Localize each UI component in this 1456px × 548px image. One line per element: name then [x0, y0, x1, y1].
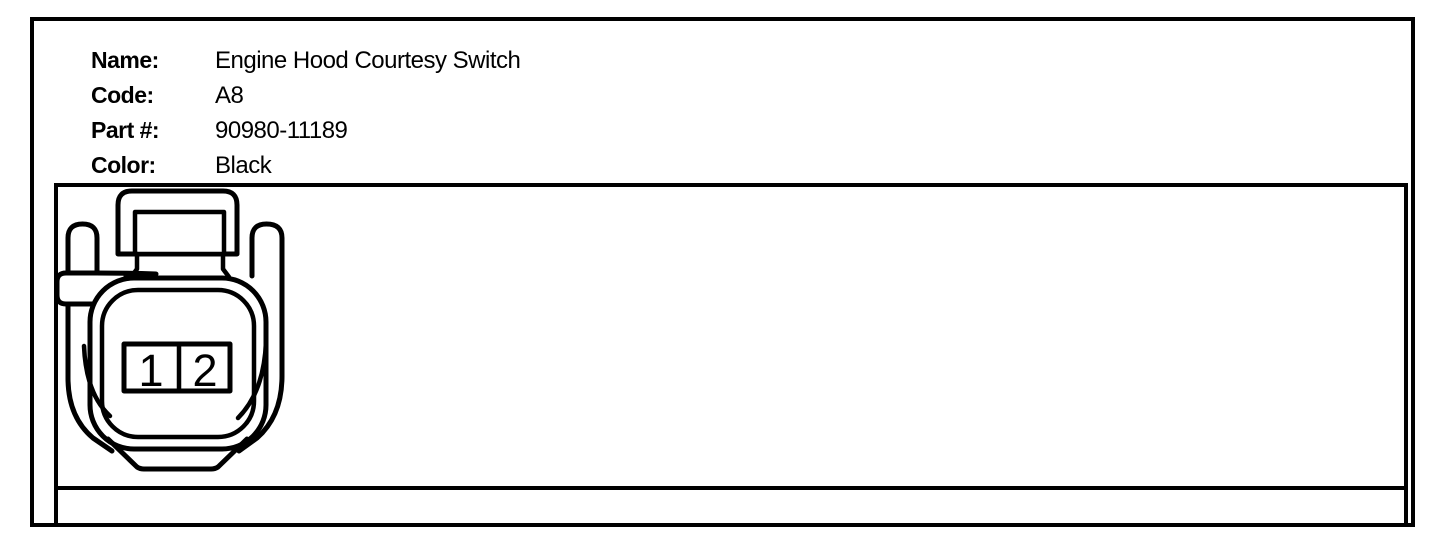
part-number-value: 90980-11189 [215, 116, 348, 144]
color-label: Color: [91, 152, 156, 178]
name-value: Engine Hood Courtesy Switch [215, 46, 521, 74]
bottom-strip-row [54, 490, 1408, 523]
name-label: Name: [91, 47, 159, 73]
field-row-part-number: Part #: 90980-11189 [91, 113, 520, 148]
header-fields: Name: Engine Hood Courtesy Switch Code: … [91, 43, 521, 183]
field-row-name: Name: Engine Hood Courtesy Switch [91, 43, 521, 78]
top-latch-slot [132, 209, 227, 257]
part-number-label: Part #: [91, 117, 160, 143]
right-wing-inner-curve [235, 339, 269, 421]
bottom-foot-outline [105, 436, 250, 472]
field-row-color: Color: Black [91, 148, 520, 183]
latch-neck-right [220, 251, 232, 280]
pin-2-label: 2 [192, 345, 217, 396]
code-label: Code: [91, 82, 154, 108]
left-wing-inner-curve [81, 343, 113, 419]
right-wing-outline [236, 221, 285, 454]
field-row-code: Code: A8 [91, 78, 520, 113]
connector-2pin-drawing-icon: 1 2 [56, 188, 285, 472]
code-value: A8 [215, 81, 244, 109]
color-value: Black [215, 151, 272, 179]
body-inner-outline [99, 287, 257, 440]
left-wing-outline [65, 221, 115, 454]
pin-1-label: 1 [138, 345, 163, 396]
